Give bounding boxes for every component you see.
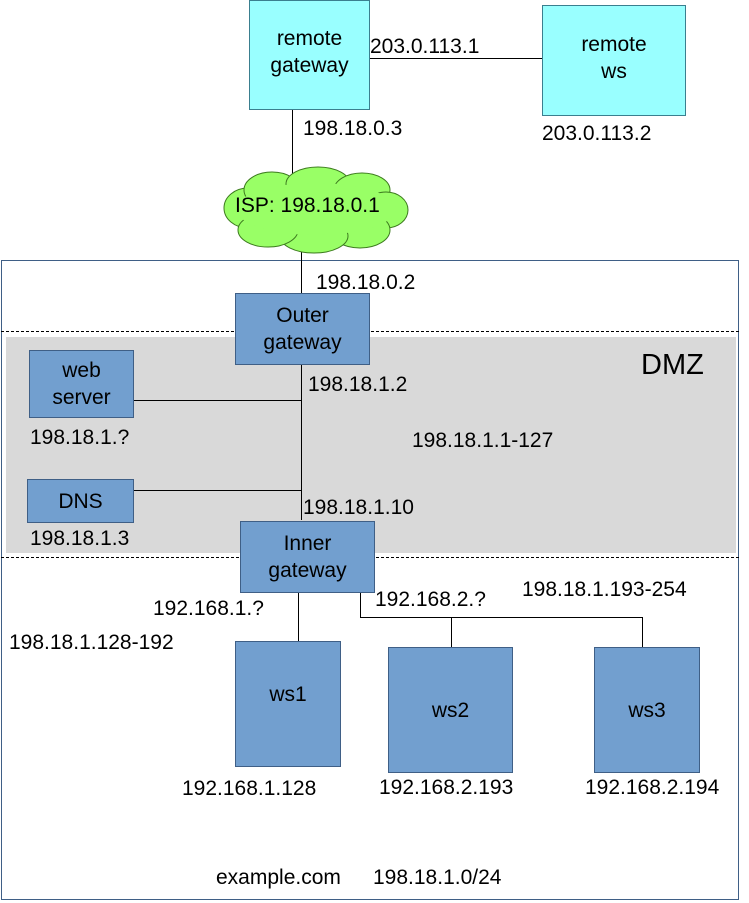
- link-net2-ws2: [451, 617, 452, 647]
- inner-net1-ip: 192.168.1.?: [153, 597, 264, 620]
- inner-gateway-node: Inner gateway: [240, 521, 375, 593]
- ws2-node: ws2: [388, 647, 513, 773]
- link-remote-gateway-ws: [369, 58, 542, 59]
- inner-range-2: 198.18.1.193-254: [522, 578, 687, 601]
- remote-gateway-node: remote gateway: [249, 0, 370, 110]
- ws3-ip: 192.168.2.194: [585, 776, 720, 799]
- ws3-node: ws3: [594, 647, 700, 773]
- link-net2-bus: [360, 617, 643, 618]
- ws1-ip: 192.168.1.128: [182, 777, 317, 800]
- web-server-node: web server: [29, 350, 134, 418]
- dmz-top-boundary: [1, 331, 739, 332]
- link-inner-ws1: [298, 593, 299, 641]
- ws2-ip: 192.168.2.193: [379, 776, 514, 799]
- dns-ip: 198.18.1.3: [30, 527, 130, 550]
- dmz-title: DMZ: [641, 349, 704, 381]
- dmz-range: 198.18.1.1-127: [412, 429, 554, 452]
- link-outer-inner-gateway: [301, 365, 302, 520]
- link-isp-outer-gateway: [301, 245, 302, 293]
- web-server-ip: 198.18.1.?: [30, 426, 130, 449]
- isp-label: ISP: 198.18.0.1: [235, 194, 380, 217]
- remote-ws-ip: 203.0.113.2: [542, 122, 652, 145]
- link-inner-net2: [360, 593, 361, 617]
- ws1-node: ws1: [235, 641, 341, 767]
- footer-subnet: 198.18.1.0/24: [373, 866, 502, 889]
- remote-uplink-ip: 198.18.0.3: [303, 117, 403, 140]
- link-web-server: [134, 400, 302, 401]
- outer-gateway-node: Outer gateway: [235, 293, 370, 365]
- link-remote-gateway-isp: [292, 110, 293, 180]
- enterprise-boundary: [1, 260, 739, 900]
- inner-range-1: 198.18.1.128-192: [9, 631, 174, 654]
- link-dns: [134, 490, 302, 491]
- dns-node: DNS: [27, 479, 134, 523]
- footer-domain: example.com: [216, 866, 341, 889]
- inner-net2-ip: 192.168.2.?: [375, 588, 486, 611]
- outer-gateway-wan-ip: 198.18.0.2: [316, 271, 416, 294]
- remote-ws-node: remote ws: [542, 5, 686, 116]
- outer-gateway-dmz-ip: 198.18.1.2: [308, 373, 408, 396]
- link-net2-ws3: [642, 617, 643, 647]
- inner-gateway-dmz-ip: 198.18.1.10: [303, 496, 414, 519]
- remote-gateway-ip: 203.0.113.1: [370, 35, 480, 58]
